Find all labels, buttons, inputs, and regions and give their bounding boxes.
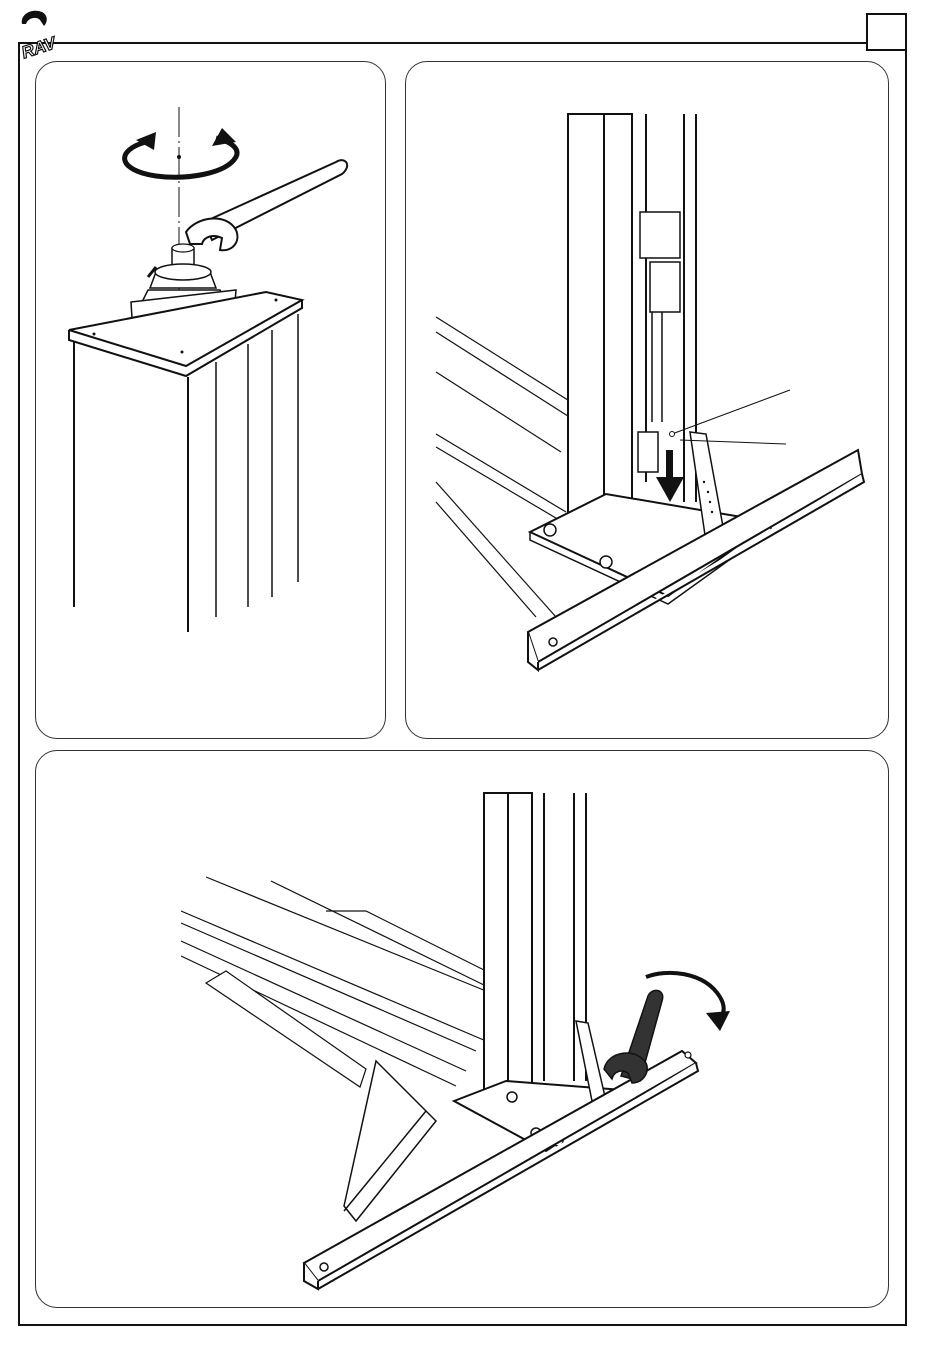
down-arrow-icon [656, 450, 684, 502]
rav-logo: RAV [14, 4, 64, 60]
logo-text: RAV [19, 33, 59, 60]
figure-3-drawing [36, 751, 890, 1309]
page-number-box [866, 13, 907, 51]
logo-swoosh-icon [22, 11, 47, 26]
figure-panel-2 [405, 61, 889, 739]
figure-1-drawing [36, 62, 387, 740]
rotate-arrow-icon [125, 128, 237, 177]
figure-panel-1 [35, 61, 386, 739]
figure-2-drawing [406, 62, 890, 740]
figure-panel-3 [35, 750, 889, 1308]
leader-lines [672, 390, 790, 444]
